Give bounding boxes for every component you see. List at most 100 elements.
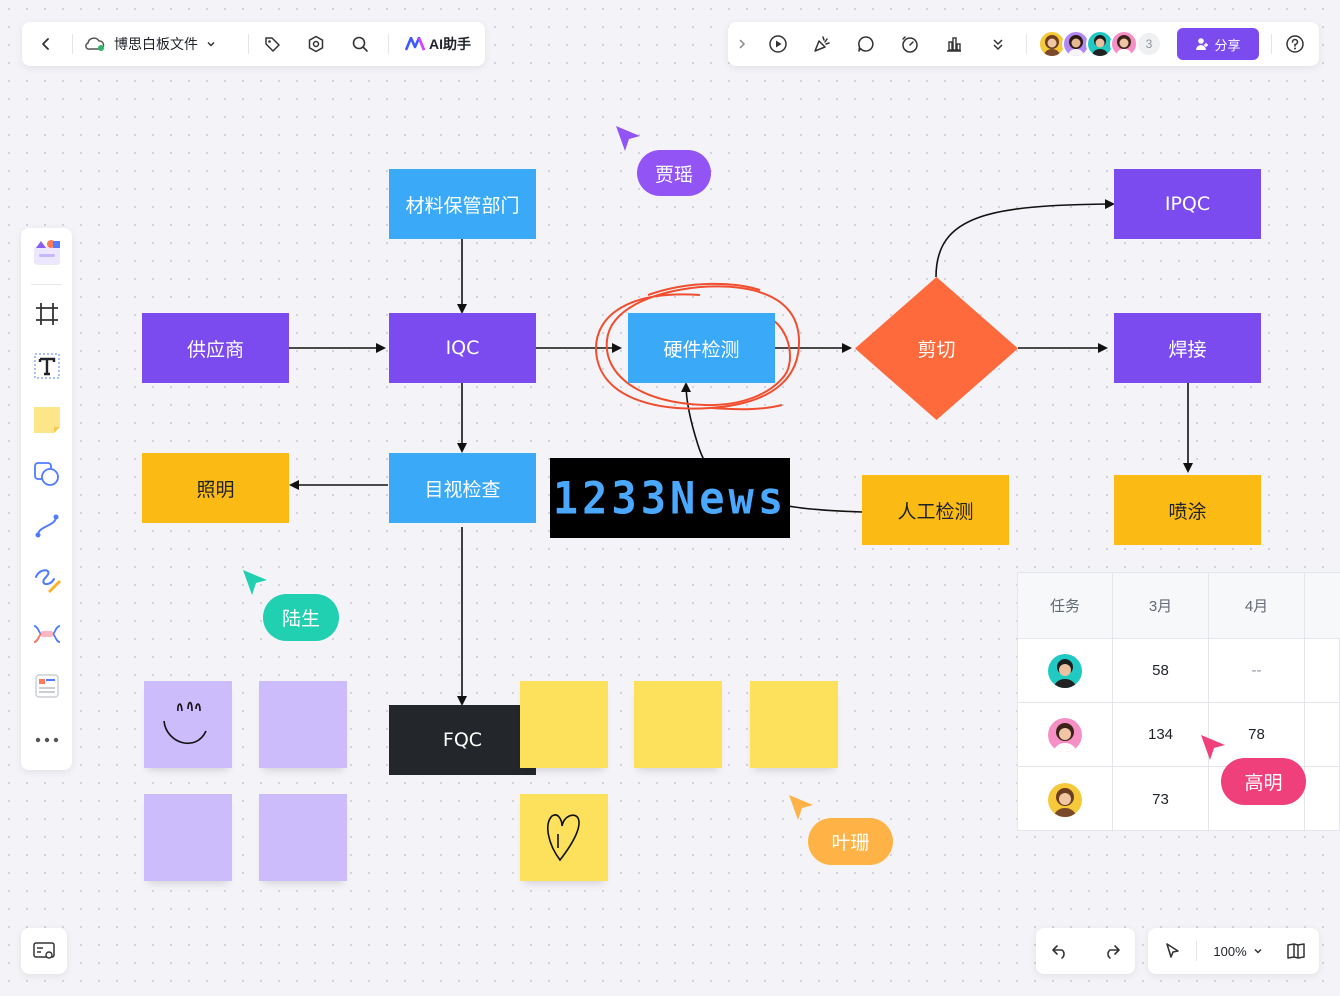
vote-chart-icon[interactable] (940, 30, 968, 58)
ai-assistant-button[interactable]: AI助手 (400, 30, 476, 58)
cloud-sync-icon (84, 36, 106, 52)
top-right-toolbar: 3 分享 (728, 22, 1319, 66)
node-spray[interactable]: 喷涂 (1114, 475, 1261, 545)
sticky-note-yellow[interactable] (634, 681, 722, 768)
smile-doodle-icon (163, 701, 207, 744)
share-label: 分享 (1214, 37, 1241, 53)
cursor-name: 高明 (1244, 772, 1283, 794)
cursor-arrow-icon (1201, 735, 1225, 760)
sticky-note-yellow-heart[interactable] (520, 794, 608, 881)
node-visual-check[interactable]: 目视检查 (389, 453, 536, 523)
undo-redo-group (1036, 928, 1135, 974)
file-name: 博思白板文件 (114, 36, 198, 52)
sticky-note-yellow[interactable] (750, 681, 838, 768)
book-icon[interactable] (1282, 937, 1310, 965)
table-cell[interactable]: 73 (1152, 791, 1169, 808)
node-hardware-check[interactable]: 硬件检测 (628, 313, 775, 383)
divider (1026, 34, 1027, 54)
collaborator-avatars[interactable]: 3 (1038, 30, 1168, 58)
collaborator-count-badge: 3 (1136, 31, 1162, 57)
node-fqc[interactable]: FQC (389, 705, 536, 775)
zoom-dropdown[interactable]: 100% (1206, 937, 1270, 965)
help-icon[interactable] (1281, 30, 1309, 58)
file-name-dropdown[interactable]: 博思白板文件 (84, 30, 236, 58)
node-label: 喷涂 (1168, 500, 1207, 523)
node-cut-diamond[interactable]: 剪切 (855, 277, 1018, 420)
text-tool-icon[interactable] (31, 350, 63, 382)
left-tool-panel (21, 228, 72, 770)
sticky-note-purple[interactable] (144, 794, 232, 881)
timer-icon[interactable] (896, 30, 924, 58)
avatar (1062, 30, 1090, 58)
sticky-note-tool-icon[interactable] (31, 404, 63, 436)
cursor-label-jia-yao: 贾瑶 (637, 150, 711, 196)
select-cursor-icon[interactable] (1158, 937, 1186, 965)
sticky-note-yellow[interactable] (520, 681, 608, 768)
node-label: FQC (442, 729, 483, 751)
template-library-icon[interactable] (29, 234, 65, 270)
more-icon[interactable] (31, 726, 63, 754)
node-weld[interactable]: 焊接 (1114, 313, 1261, 383)
view-controls-group: 100% (1148, 928, 1319, 974)
comment-icon[interactable] (852, 30, 880, 58)
minimap-icon (33, 942, 55, 959)
add-user-icon (1195, 37, 1209, 51)
node-lighting[interactable]: 照明 (142, 453, 289, 523)
node-label: IPQC (1164, 193, 1211, 215)
frame-tool-icon[interactable] (31, 298, 63, 330)
pen-tool-icon[interactable] (31, 564, 63, 596)
news-image-text: 1233News (552, 472, 788, 524)
avatar (1048, 717, 1082, 752)
cursor-label-gao-ming: 高明 (1221, 758, 1306, 805)
table-cell[interactable]: 78 (1248, 726, 1265, 743)
sticky-note-purple-smile[interactable] (144, 681, 232, 768)
node-label: 人工检测 (897, 500, 974, 523)
cursor-name: 陆生 (281, 608, 320, 630)
celebrate-icon[interactable] (808, 30, 836, 58)
cursor-arrow-icon (616, 126, 640, 151)
minimap-button[interactable] (21, 928, 67, 974)
divider (1196, 941, 1197, 961)
table-row-divider (1018, 702, 1340, 703)
node-label: 硬件检测 (663, 338, 740, 361)
news-image[interactable]: 1233News (550, 458, 790, 538)
sticky-note-purple[interactable] (259, 794, 347, 881)
undo-icon[interactable] (1046, 937, 1074, 965)
connector-tool-icon[interactable] (31, 510, 63, 542)
chevron-down-icon (1253, 946, 1263, 956)
node-materials-department[interactable]: 材料保管部门 (389, 169, 536, 239)
mindmap-tool-icon[interactable] (31, 618, 63, 650)
table-row (1018, 703, 1112, 766)
heart-doodle-icon (547, 814, 580, 862)
more-templates-icon[interactable] (31, 670, 63, 702)
chevron-down-icon (206, 39, 216, 49)
node-ipqc[interactable]: IPQC (1114, 169, 1261, 239)
tag-icon[interactable] (258, 30, 286, 58)
search-icon[interactable] (346, 30, 374, 58)
shape-tool-icon[interactable] (31, 458, 63, 490)
zoom-level: 100% (1213, 943, 1247, 959)
table-header-april: 4月 (1244, 598, 1269, 615)
double-chevron-down-icon[interactable] (984, 30, 1012, 58)
node-iqc[interactable]: IQC (389, 313, 536, 383)
present-play-icon[interactable] (764, 30, 792, 58)
data-table[interactable]: 任务 3月 4月 58 -- 134 78 73 (1017, 572, 1340, 832)
node-label: 供应商 (186, 338, 244, 361)
redo-icon[interactable] (1098, 937, 1126, 965)
settings-icon[interactable] (302, 30, 330, 58)
sticky-note-purple[interactable] (259, 681, 347, 768)
chevron-right-icon[interactable] (732, 30, 752, 58)
divider (1271, 34, 1272, 54)
table-cell[interactable]: 58 (1152, 662, 1169, 679)
back-icon[interactable] (32, 30, 60, 58)
collaborator-count: 3 (1145, 37, 1153, 51)
cursor-name: 叶珊 (831, 832, 870, 854)
avatar (1048, 782, 1082, 817)
node-manual-check[interactable]: 人工检测 (862, 475, 1009, 545)
node-supplier[interactable]: 供应商 (142, 313, 289, 383)
table-cell[interactable]: 134 (1147, 726, 1174, 743)
share-button[interactable]: 分享 (1177, 28, 1259, 60)
table-cell[interactable]: -- (1251, 662, 1262, 679)
avatar (1110, 30, 1138, 58)
cursor-name: 贾瑶 (654, 163, 693, 186)
